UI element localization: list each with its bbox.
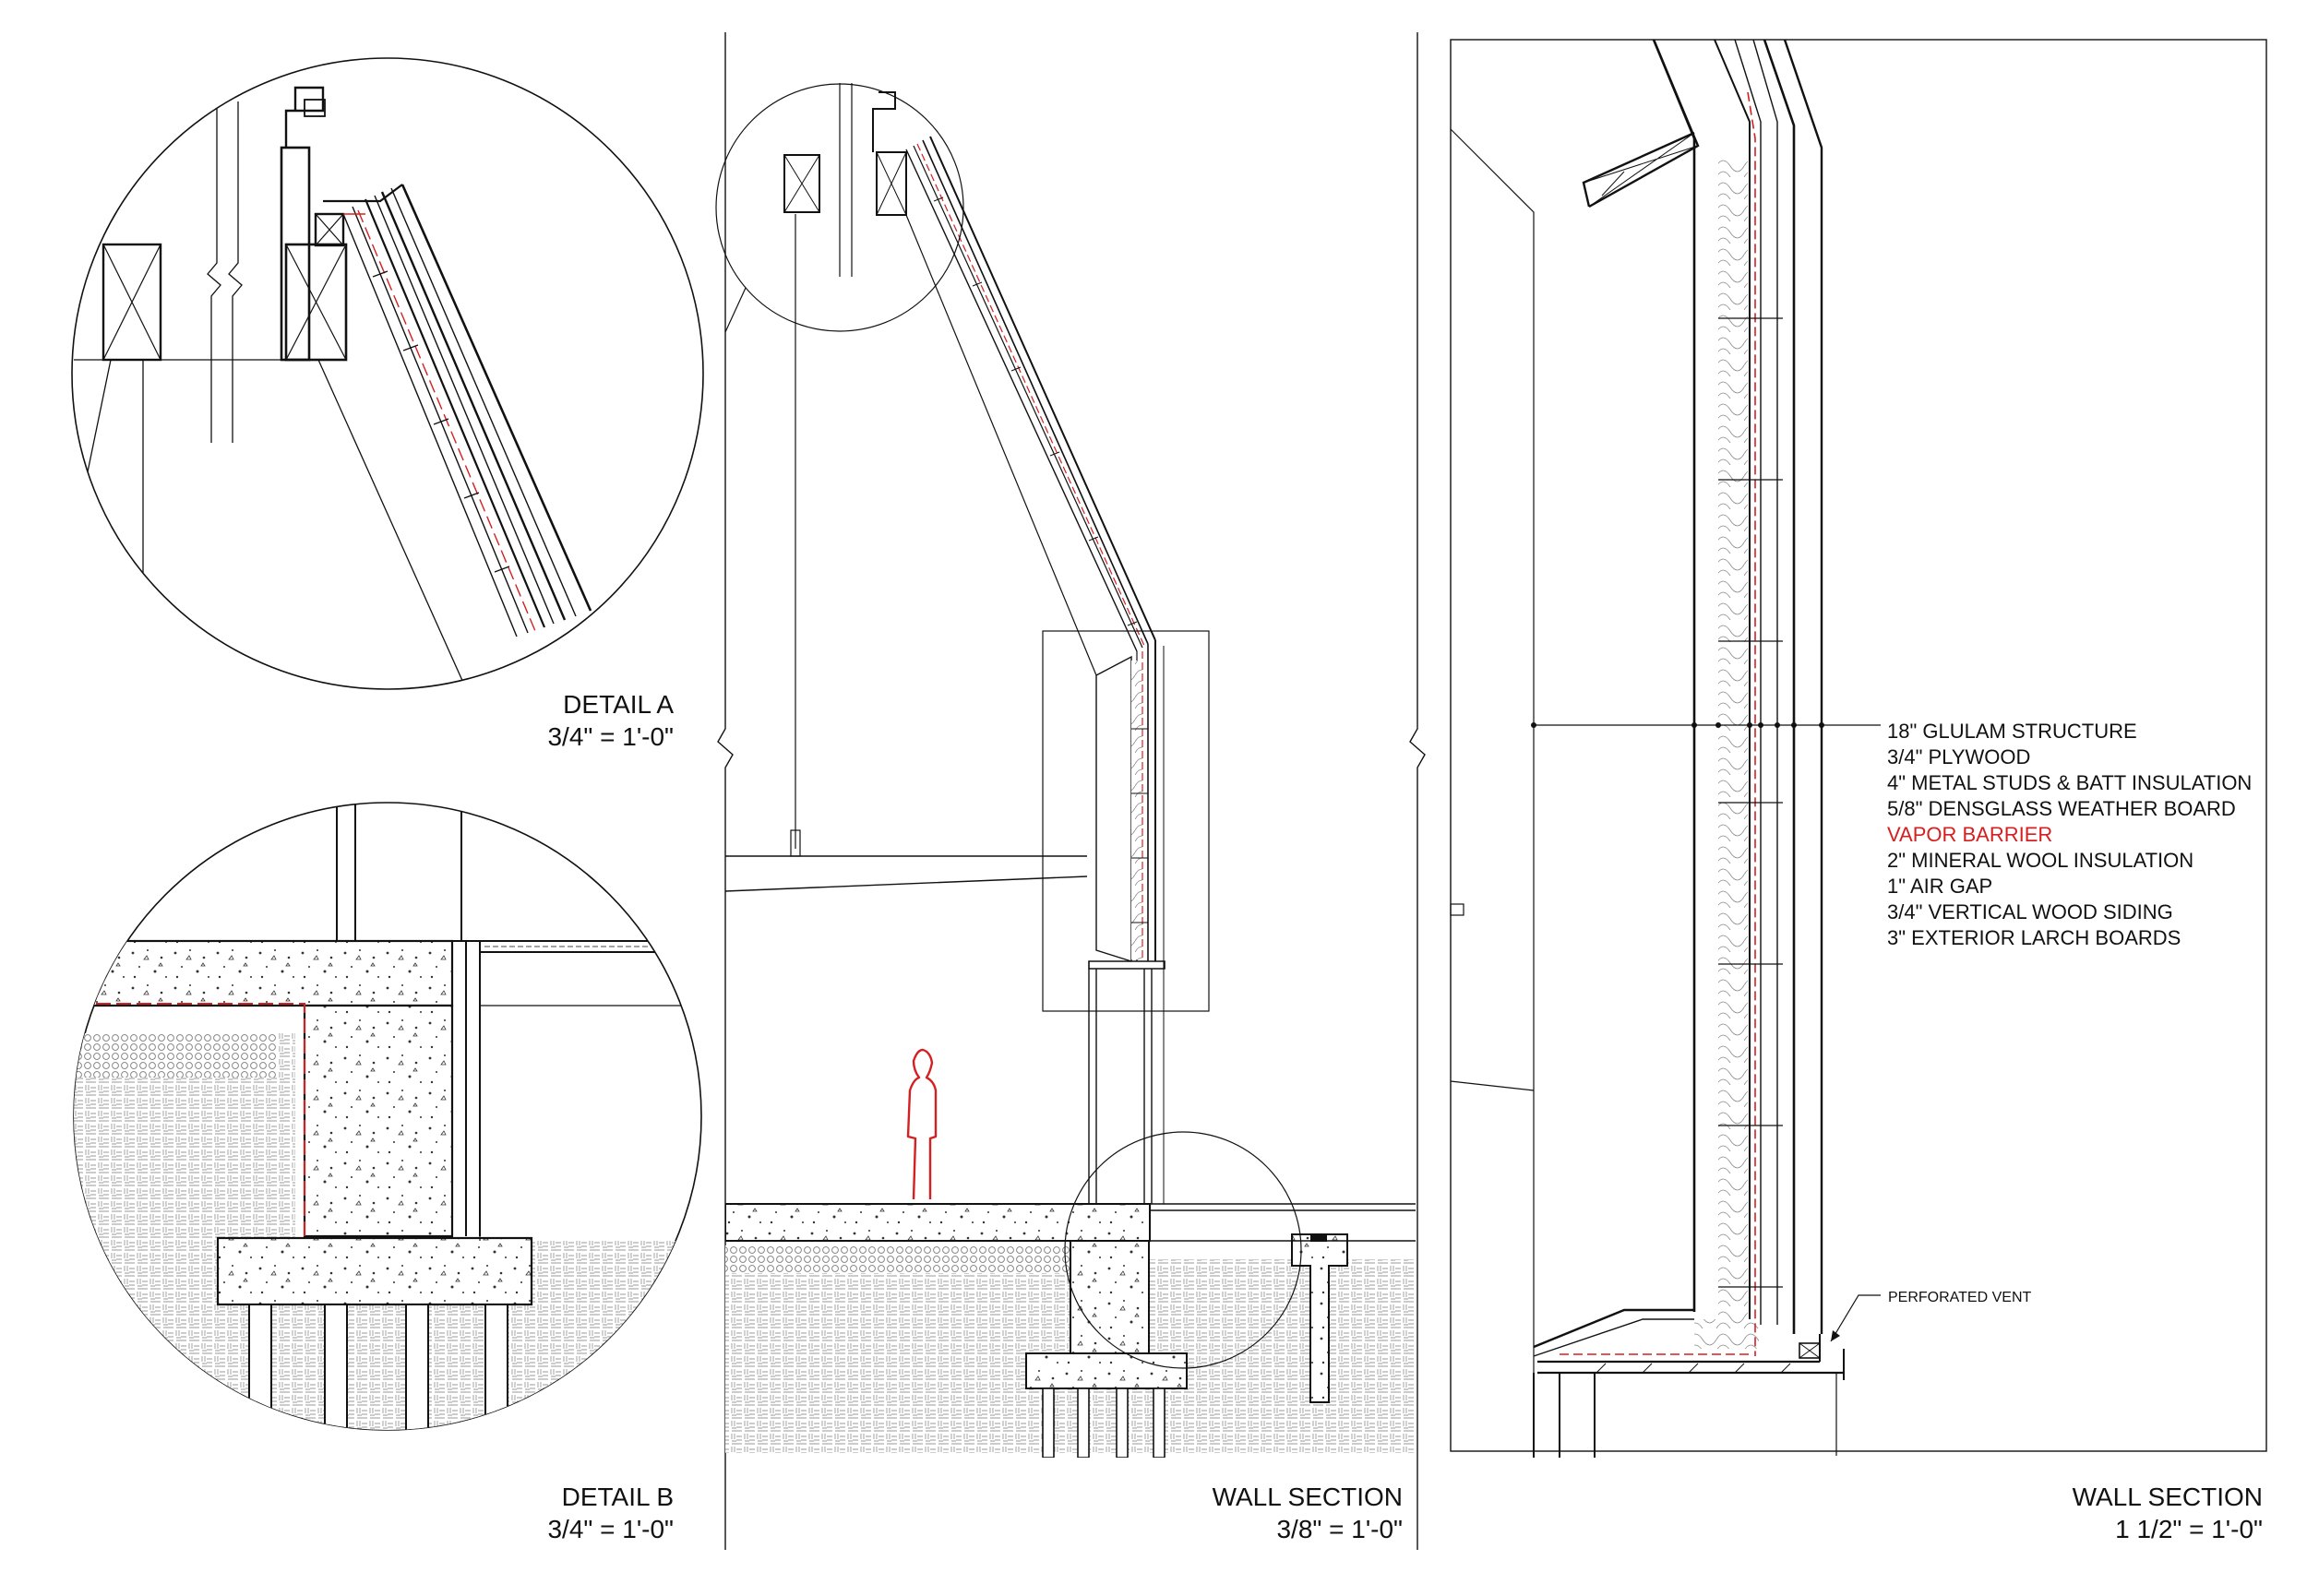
layer-legend-item: 3/4" VERTICAL WOOD SIDING <box>1887 900 2173 923</box>
perforated-vent-label: PERFORATED VENT <box>1888 1290 2032 1305</box>
layer-legend-item: 2" MINERAL WOOL INSULATION <box>1887 849 2193 872</box>
wall-section-right-title: WALL SECTION <box>2073 1483 2263 1511</box>
layer-legend-item: 18" GLULAM STRUCTURE <box>1887 720 2137 743</box>
wall-section-mid-scale: 3/8" = 1'-0" <box>1276 1515 1403 1543</box>
detail-b-scale: 3/4" = 1'-0" <box>547 1515 674 1543</box>
detail-b-drawing: DETAIL B 3/4" = 1'-0" <box>73 802 702 1543</box>
wall-section-right-scale: 1 1/2" = 1'-0" <box>2115 1515 2263 1543</box>
layer-legend-item: 4" METAL STUDS & BATT INSULATION <box>1887 771 2252 794</box>
panel-dividers <box>717 32 1426 1550</box>
layer-legend-item: 3/4" PLYWOOD <box>1887 745 2030 768</box>
detail-b-title: DETAIL B <box>562 1483 674 1511</box>
layer-legend-item: 5/8" DENSGLASS WEATHER BOARD <box>1887 797 2236 820</box>
wall-section-right-drawing: PERFORATED VENT 18" GLULAM STRUCTURE 3/4… <box>1450 39 2267 1543</box>
layer-legend-item-vapor-barrier: VAPOR BARRIER <box>1887 823 2052 846</box>
detail-a-title: DETAIL A <box>563 690 674 719</box>
wall-section-mid-title: WALL SECTION <box>1213 1483 1403 1511</box>
layer-legend-item: 3" EXTERIOR LARCH BOARDS <box>1887 926 2181 949</box>
layer-legend-item: 1" AIR GAP <box>1887 875 1992 898</box>
detail-a-drawing: DETAIL A 3/4" = 1'-0" <box>71 57 704 751</box>
wall-section-mid-drawing: WALL SECTION 3/8" = 1'-0" <box>715 83 1416 1543</box>
layer-legend: 18" GLULAM STRUCTURE 3/4" PLYWOOD 4" MET… <box>1887 720 2252 949</box>
detail-a-scale: 3/4" = 1'-0" <box>547 722 674 751</box>
